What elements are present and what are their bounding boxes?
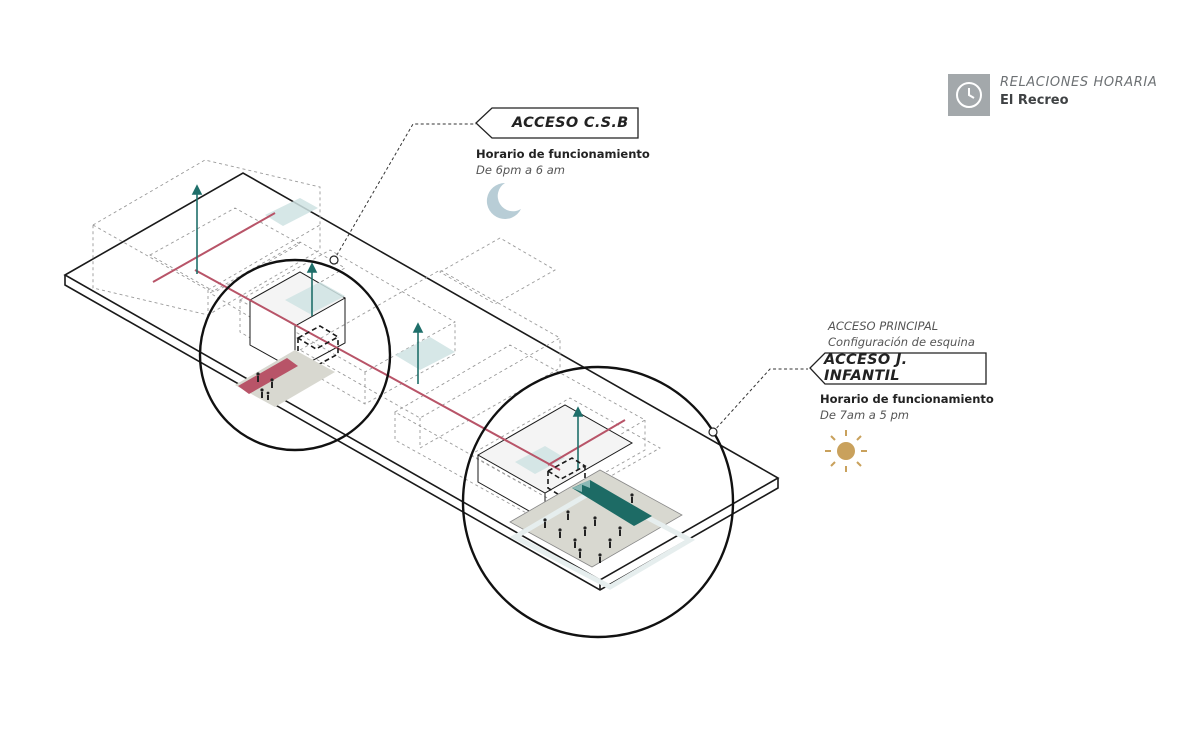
legend: RELACIONES HORARIA El Recreo xyxy=(948,74,1157,116)
access-csb-schedule-title: Horario de funcionamiento xyxy=(476,147,650,161)
access-infantil-tag: ACCESO J. INFANTIL xyxy=(824,352,908,384)
zoom-circle-infantil xyxy=(461,365,735,639)
leader-dot-csb xyxy=(329,255,339,265)
access-csb-schedule-hours: De 6pm a 6 am xyxy=(476,163,565,177)
access-infantil-schedule-hours: De 7am a 5 pm xyxy=(820,408,909,422)
sun-icon xyxy=(825,430,867,472)
access-infantil-schedule-title: Horario de funcionamiento xyxy=(820,392,994,406)
leader-lines xyxy=(333,123,808,433)
csb-plaza xyxy=(235,350,335,407)
legend-icon-box xyxy=(948,74,990,116)
access-main-caption-sub: Configuración de esquina xyxy=(828,335,975,349)
infantil-plaza xyxy=(509,469,696,590)
clock-icon xyxy=(956,82,982,108)
access-main-caption: ACCESO PRINCIPAL xyxy=(828,319,939,333)
leader-dot-infantil xyxy=(708,427,718,437)
zoom-circles xyxy=(198,258,735,639)
tag-shape-infantil xyxy=(809,352,987,385)
tag-shape-csb xyxy=(475,107,639,139)
vertical-circulation-arrows xyxy=(191,184,584,470)
access-csb-tag: ACCESO C.S.B xyxy=(512,115,629,131)
zoom-circle-csb xyxy=(198,258,392,452)
moon-icon xyxy=(486,182,521,219)
legend-subtitle: El Recreo xyxy=(1000,93,1069,108)
red-circulation-path xyxy=(152,212,626,471)
legend-title: RELACIONES HORARIA xyxy=(1000,75,1158,90)
